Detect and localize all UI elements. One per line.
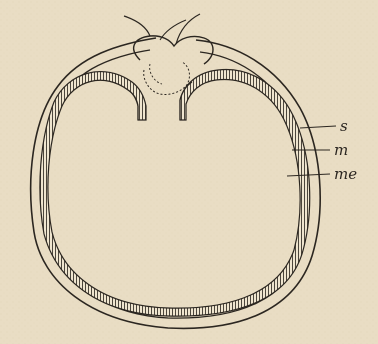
label-m: m: [334, 141, 348, 159]
label-s: s: [340, 117, 348, 135]
label-me: me: [334, 165, 357, 183]
